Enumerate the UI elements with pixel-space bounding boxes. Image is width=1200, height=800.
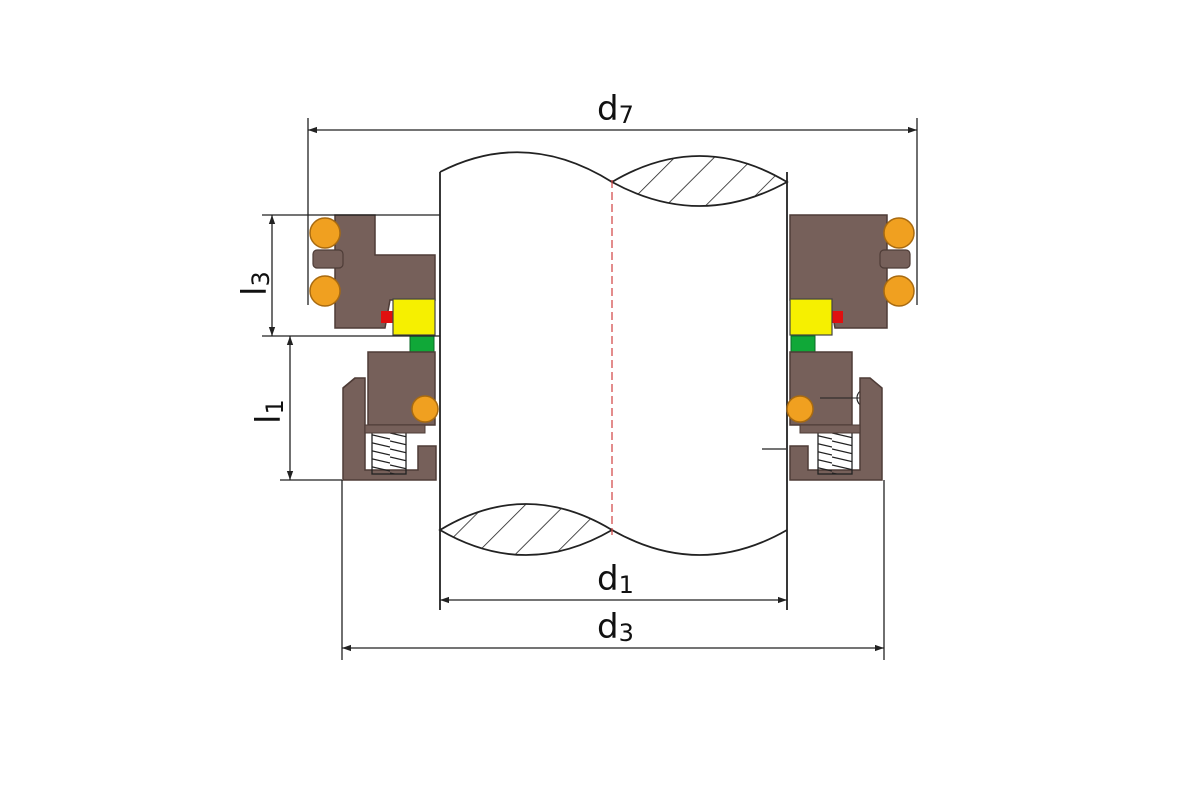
right-o-ring-shaft [786, 395, 814, 423]
left-o-ring-bottom [309, 275, 341, 307]
left-o-ring-shaft [411, 395, 439, 423]
shaft [438, 151, 789, 610]
right-outer-sleeve [789, 377, 883, 481]
l3-label: l3 [235, 271, 275, 296]
right-seal-assembly [786, 214, 915, 481]
right-spring [817, 431, 853, 475]
right-red-seal [831, 311, 843, 323]
right-o-ring-top [883, 217, 915, 249]
left-seal-face-yellow [392, 298, 436, 336]
left-spring [371, 431, 407, 475]
left-outer-sleeve [342, 377, 437, 481]
shaft-bottom-section [438, 503, 614, 556]
shaft-top-section [610, 155, 789, 207]
right-seal-face-yellow [789, 298, 833, 336]
l1-label: l1 [249, 399, 289, 424]
dimension-lines [262, 118, 918, 660]
d1-label: d1 [597, 559, 634, 599]
d7-label: d7 [597, 89, 634, 129]
left-red-seal [381, 311, 393, 323]
right-o-ring-bottom [883, 275, 915, 307]
d3-label: d3 [597, 607, 634, 647]
left-seal-assembly [309, 214, 439, 481]
left-o-ring-top [309, 217, 341, 249]
